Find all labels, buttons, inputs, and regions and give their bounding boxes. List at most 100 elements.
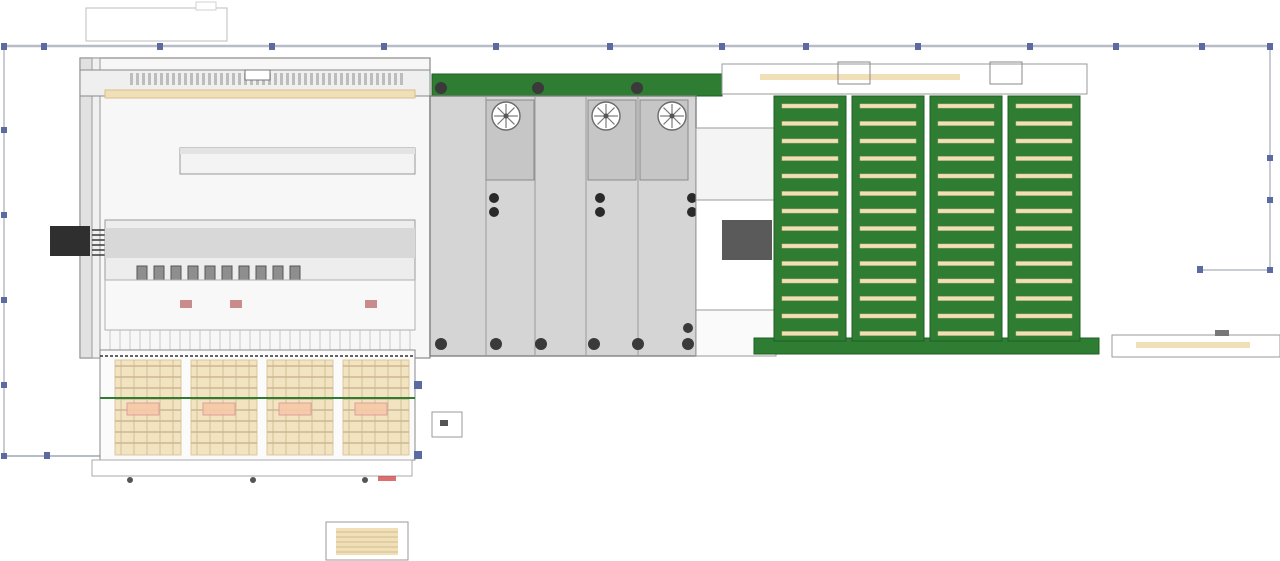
rail-tooth <box>178 73 181 85</box>
fence-post <box>803 43 809 50</box>
buffer-frame <box>929 95 1003 342</box>
wheel <box>435 338 447 350</box>
fan-hub <box>603 113 609 119</box>
buffer-column <box>929 95 1003 342</box>
wheel <box>535 338 547 350</box>
rail-tooth <box>220 73 223 85</box>
buffer-frame <box>851 95 925 342</box>
buffer-slot <box>937 103 995 109</box>
rail-tooth <box>352 73 355 85</box>
gripper <box>238 265 250 281</box>
port <box>489 207 499 217</box>
buffer-slot <box>937 173 995 179</box>
fence-post <box>1 212 7 218</box>
fan-icon <box>491 101 521 131</box>
buffer-slot <box>1015 243 1073 249</box>
fan-icon <box>657 101 687 131</box>
rail-tooth <box>382 73 385 85</box>
rail-tooth <box>172 73 175 85</box>
fence-post <box>269 43 275 50</box>
rail-tooth <box>340 73 343 85</box>
rail-tooth <box>196 73 199 85</box>
buffer-slot <box>937 226 995 231</box>
wheel <box>683 323 693 333</box>
unload-table <box>1111 330 1280 358</box>
rail-tooth <box>364 73 367 85</box>
buffer-column <box>1007 95 1081 342</box>
wheel <box>588 338 600 350</box>
cabin-wheels <box>435 323 694 350</box>
rail-tooth <box>334 73 337 85</box>
buffer-column <box>773 95 847 342</box>
buffer-slot <box>781 296 839 301</box>
buffer-slot <box>937 121 995 126</box>
wheel <box>632 338 644 350</box>
port <box>595 207 605 217</box>
buffer-slot <box>781 191 839 196</box>
fence-post <box>1 127 7 133</box>
rail-tooth <box>226 73 229 85</box>
fence-post <box>1 43 7 50</box>
fence-post <box>1113 43 1119 50</box>
gantry-rail <box>130 69 403 85</box>
operator-panel <box>414 381 463 459</box>
buffer-slot <box>937 261 995 266</box>
fence-post <box>1 382 7 388</box>
buffer-slot <box>781 208 839 214</box>
buffer-slot <box>781 331 839 336</box>
buffer-slot <box>781 278 839 284</box>
fan-icon <box>591 101 621 131</box>
fan-hub <box>503 113 509 119</box>
rail-tooth <box>322 73 325 85</box>
rail-tooth <box>154 73 157 85</box>
fan-hub <box>669 113 675 119</box>
buffer-slot <box>1015 226 1073 231</box>
fence-post <box>1 453 7 459</box>
gripper <box>221 265 233 281</box>
rail-tooth <box>400 73 403 85</box>
gripper <box>153 265 165 281</box>
pallet-base <box>114 359 182 456</box>
rail-tooth <box>184 73 187 85</box>
rail-tooth <box>148 73 151 85</box>
buffer-slot <box>937 191 995 196</box>
buffer-slot <box>937 156 995 161</box>
port <box>489 193 499 203</box>
fence-post <box>381 43 387 50</box>
buffer-slot <box>859 226 917 231</box>
buffer-slot <box>859 261 917 266</box>
buffer-columns <box>773 95 1081 342</box>
fence-post <box>1267 155 1273 161</box>
pallet <box>266 359 334 456</box>
rail-tooth <box>358 73 361 85</box>
buffer-slot <box>1015 261 1073 266</box>
buffer-slot <box>937 331 995 336</box>
fence-post <box>1027 43 1033 50</box>
buffer-slot <box>859 208 917 214</box>
rail-tooth <box>298 73 301 85</box>
fence-post <box>915 43 921 50</box>
buffer-slot <box>937 278 995 284</box>
rail-tooth <box>130 73 133 85</box>
buffer-slot <box>781 138 839 144</box>
rail-tooth <box>238 73 241 85</box>
buffer-column <box>851 95 925 342</box>
rail-tooth <box>328 73 331 85</box>
rail-tooth <box>166 73 169 85</box>
pallet-zone <box>91 349 416 483</box>
fence-post <box>157 43 163 50</box>
fence-post <box>1267 197 1273 203</box>
pallets <box>100 355 415 456</box>
pallet-label <box>202 402 236 416</box>
buffer-slot <box>781 261 839 266</box>
safety-fence <box>1 43 1273 459</box>
buffer-slot <box>781 103 839 109</box>
fence-post <box>607 43 613 50</box>
rail-tooth <box>292 73 295 85</box>
board-stack-fill <box>336 528 398 555</box>
buffer-slot <box>1015 156 1073 161</box>
rail-tooth <box>370 73 373 85</box>
buffer-slot <box>1015 296 1073 301</box>
buffer-slot <box>781 121 839 126</box>
